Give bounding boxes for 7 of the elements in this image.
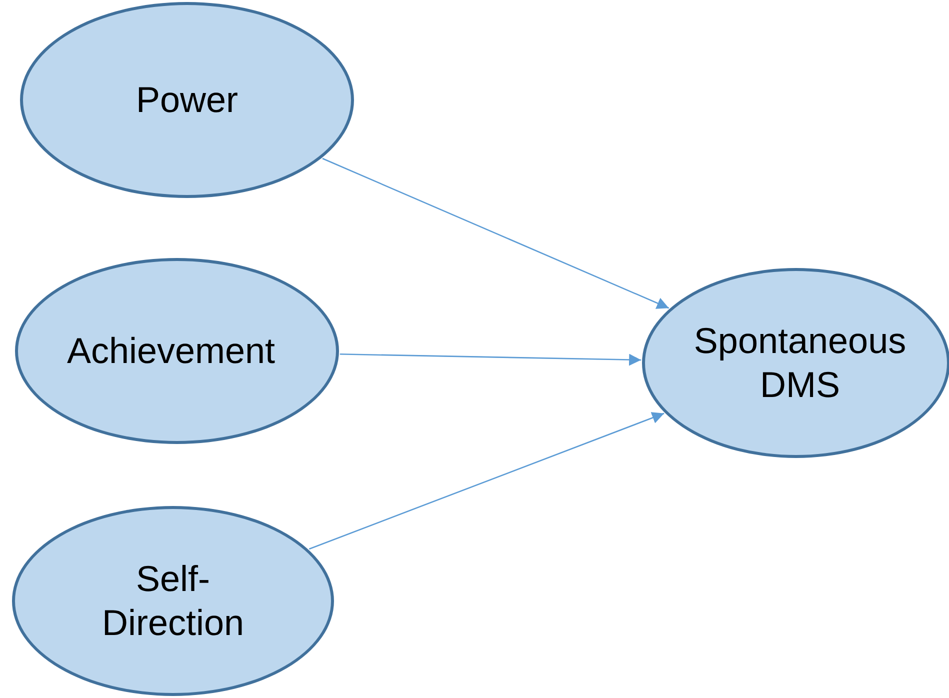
node-label: Self- Direction [100,557,246,645]
node-label: Achievement [66,329,276,373]
arrow [322,158,670,309]
arrow [340,354,642,366]
node-label: Power [136,78,238,122]
node-label: Spontaneous DMS [692,319,908,407]
arrow [308,412,664,550]
